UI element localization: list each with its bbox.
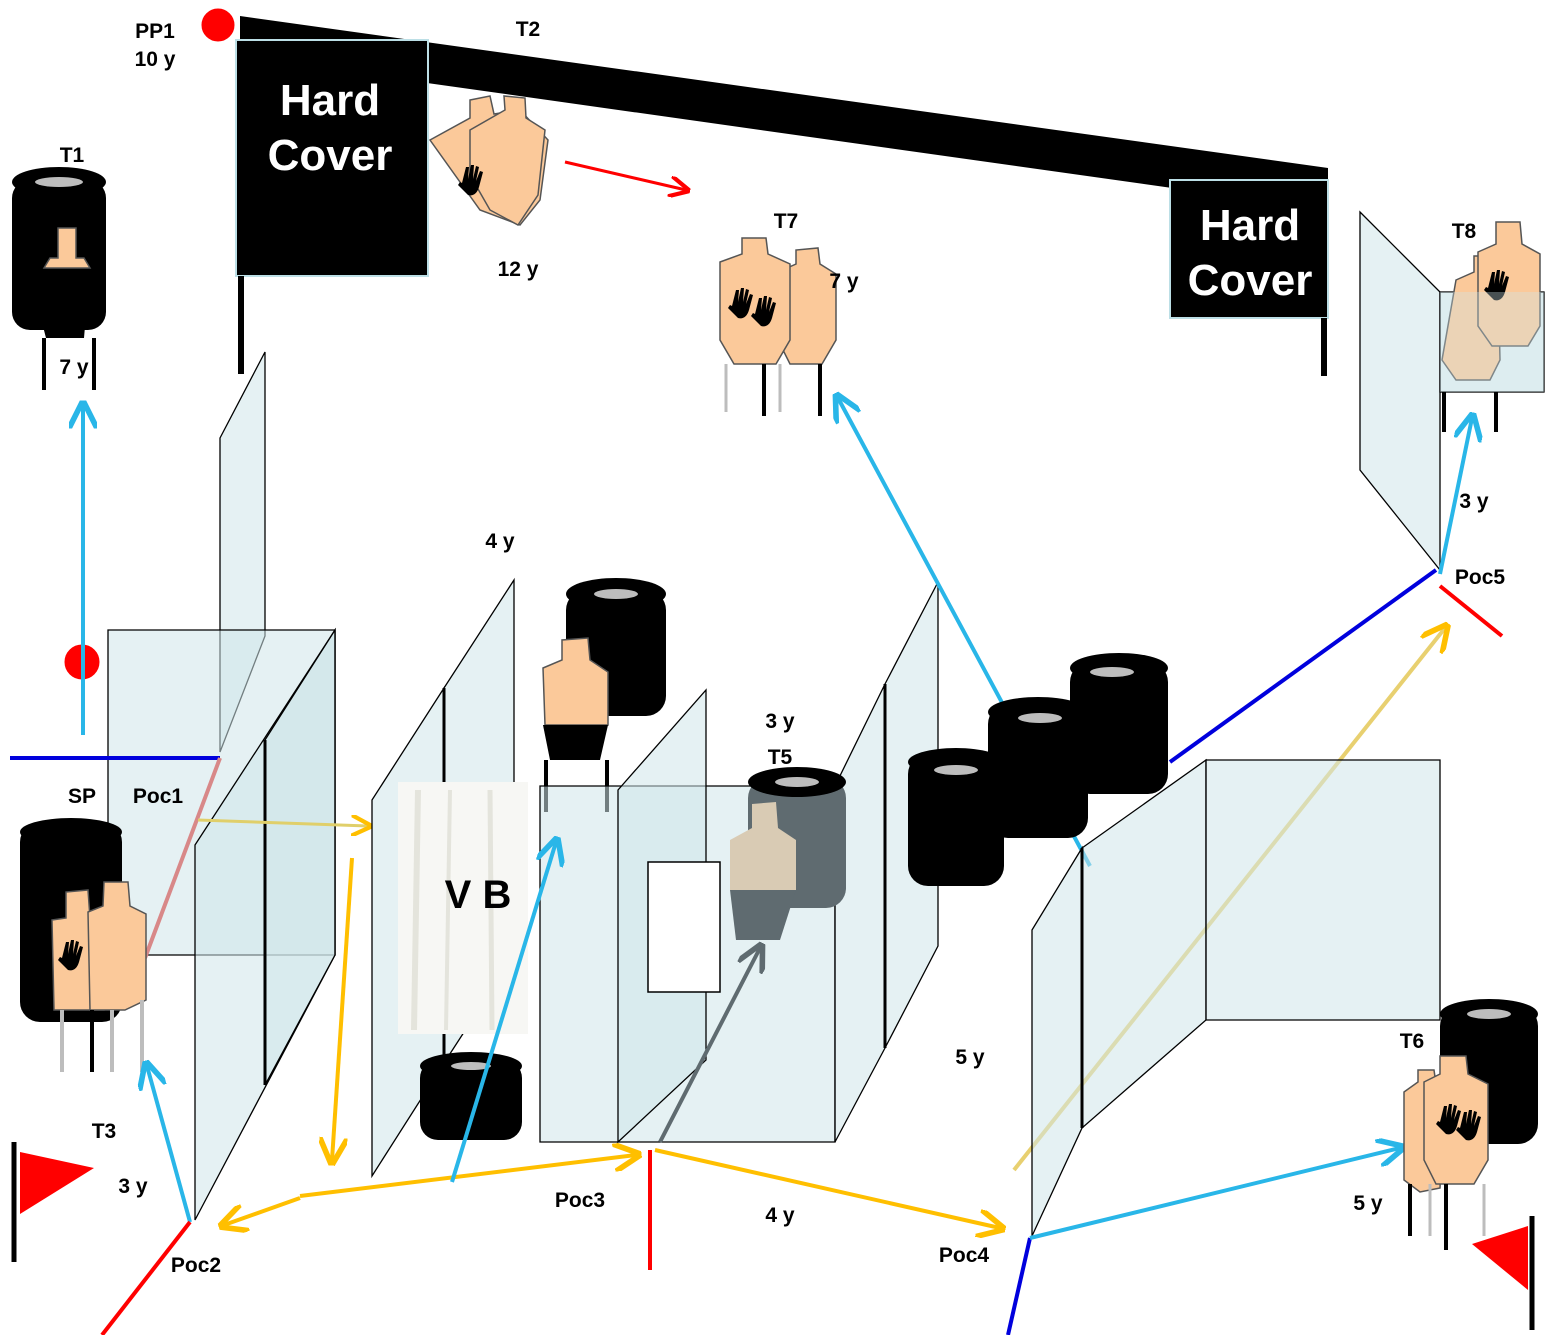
t5-tire-stack-icon <box>730 767 846 940</box>
t8-paper-target-icon <box>1359 210 1545 572</box>
pp1-dot-icon <box>200 7 236 43</box>
poc3-distance: 4 y <box>765 1204 795 1227</box>
t7-label: T7 <box>774 210 799 233</box>
t2-paper-target-icon <box>428 95 549 226</box>
t2-direction-arrow <box>564 160 686 190</box>
poc2-label: Poc2 <box>171 1254 221 1277</box>
t1-label: T1 <box>60 144 85 167</box>
t5-label: T5 <box>768 746 793 769</box>
t7-distance: 7 y <box>829 270 859 293</box>
t2-label: T2 <box>516 18 541 41</box>
t8-distance: 3 y <box>1459 490 1489 513</box>
poc3-label: Poc3 <box>555 1189 605 1212</box>
t6-tire-stack-icon <box>1403 999 1538 1250</box>
tire-stack-lower-mid-icon <box>420 1052 522 1140</box>
poc1-to-vb-path <box>197 820 368 826</box>
hard-cover-right-line1: Hard <box>1200 201 1300 250</box>
t1-distance: 7 y <box>59 356 89 379</box>
red-flag-right-icon <box>1472 1216 1535 1330</box>
wall-panels-left <box>107 351 336 1221</box>
poc3-to-t4-arrow <box>450 842 556 1183</box>
pp1-distance: 10 y <box>135 48 176 71</box>
t5-distance: 3 y <box>765 710 795 733</box>
poc3-to-t5-arrow <box>658 948 760 1143</box>
vision-barrier-label: V B <box>445 873 512 917</box>
fault-line-poc2 <box>100 1220 192 1335</box>
red-flag-left-icon <box>11 1142 94 1262</box>
t3-label: T3 <box>92 1120 117 1143</box>
hard-cover-right-line2: Cover <box>1188 256 1313 305</box>
to-poc2-path <box>224 1196 301 1225</box>
poc2-to-poc3-path <box>299 1155 636 1198</box>
t7-paper-target-icon <box>719 237 837 416</box>
hard-cover-beam <box>235 16 1329 376</box>
poc4-label: Poc4 <box>939 1244 990 1267</box>
poc5-label: Poc5 <box>1455 566 1506 589</box>
poc3-to-poc4-path <box>654 1148 1000 1228</box>
fault-line-poc4 <box>1006 1237 1032 1335</box>
fault-line-poc5-blue <box>1168 568 1438 764</box>
poc2-to-t3-arrow <box>147 1066 192 1223</box>
t8-label: T8 <box>1452 220 1477 243</box>
t6-distance: 5 y <box>1353 1192 1383 1215</box>
fault-line-poc5-red <box>1438 584 1504 638</box>
t4-label: T4 <box>586 620 611 643</box>
tire-stacks-right-icon <box>908 653 1168 886</box>
poc4-near-distance: 5 y <box>955 1046 985 1069</box>
t6-label: T6 <box>1400 1030 1425 1053</box>
pp1-label: PP1 <box>135 20 175 43</box>
t1-tire-stack-icon <box>12 167 106 390</box>
poc4-to-t6-arrow <box>1029 1148 1400 1240</box>
hard-cover-left-line1: Hard <box>280 76 380 125</box>
vb-to-poc2-path <box>332 857 354 1160</box>
sp-label: SP <box>68 785 96 808</box>
t4-distance: 4 y <box>485 530 515 553</box>
t2-distance: 12 y <box>498 258 539 281</box>
wall-panels-right <box>1031 758 1441 1237</box>
poc5-to-t8-arrow <box>1438 418 1472 575</box>
fault-line-poc1-red <box>143 757 222 959</box>
t3-tire-stack-icon <box>20 818 147 1072</box>
t4-tire-stack-icon <box>542 578 666 812</box>
t3-distance: 3 y <box>118 1175 148 1198</box>
wall-panels-mid <box>371 577 528 1179</box>
hard-cover-left-line2: Cover <box>268 131 393 180</box>
poc1-label: Poc1 <box>133 785 184 808</box>
